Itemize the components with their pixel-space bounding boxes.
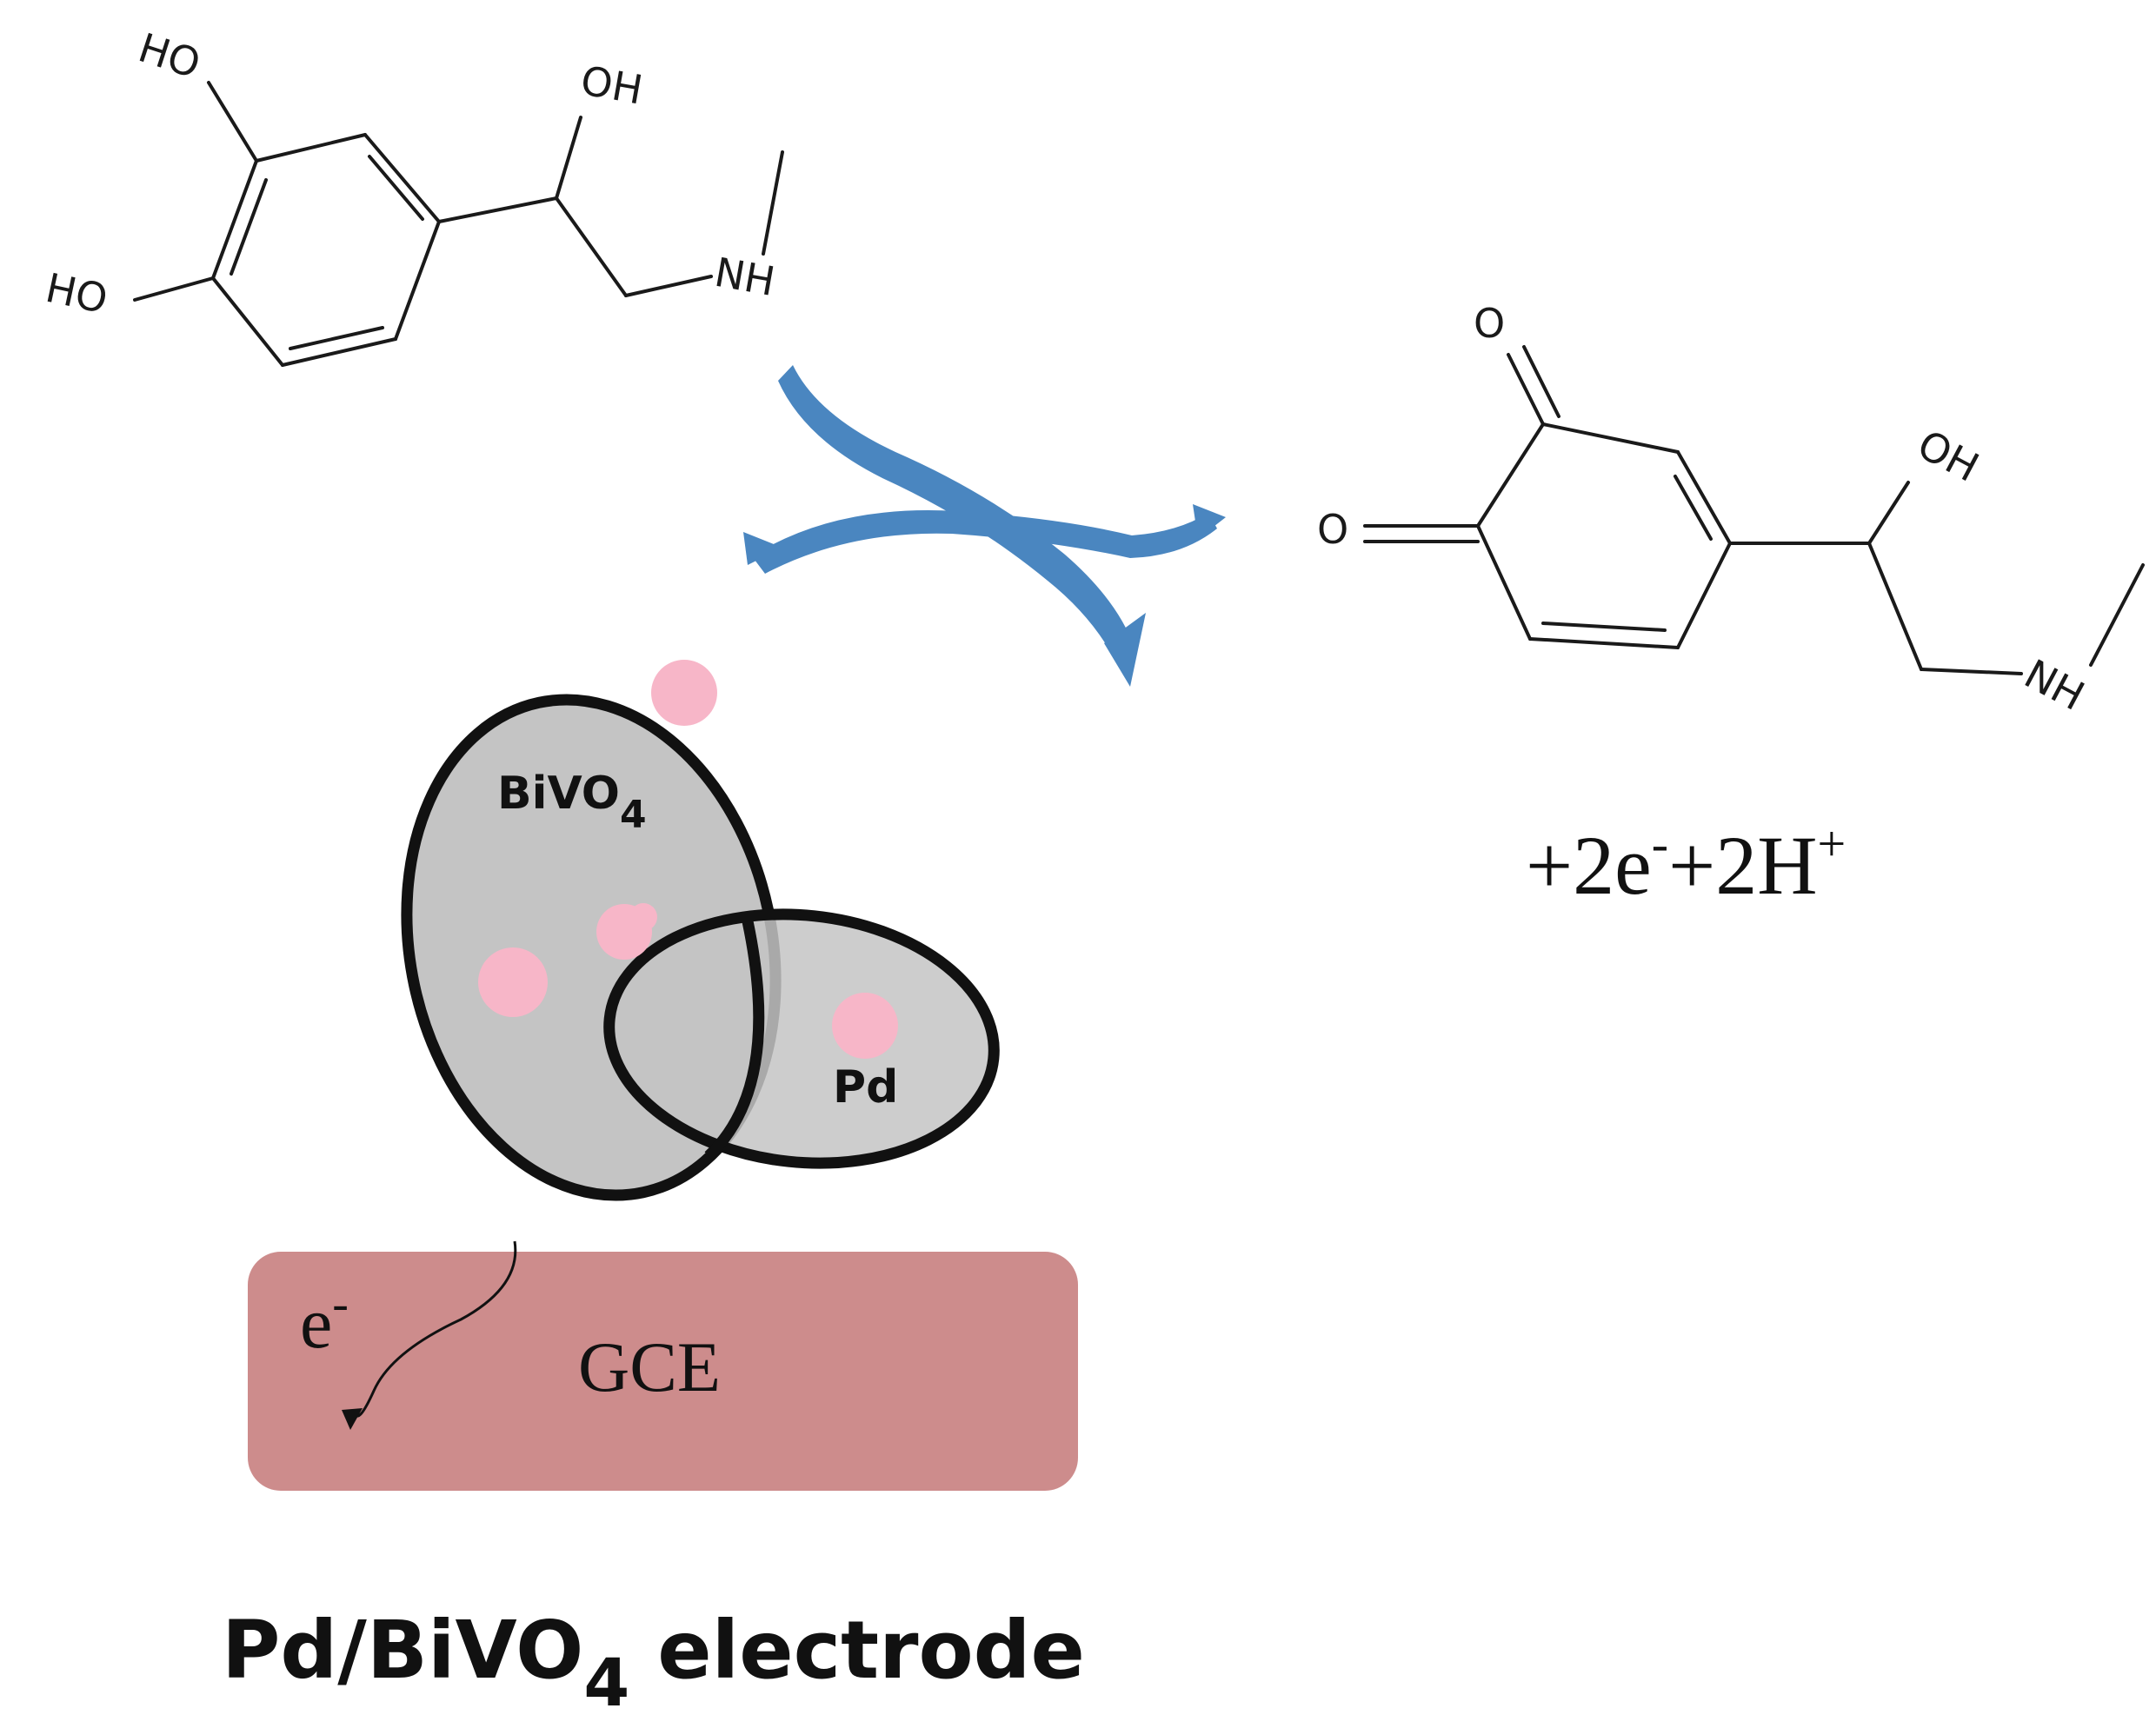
electron-transfer-arrow-head [342,1408,363,1430]
pd-bivo4-particles: BiVO4 Pd [401,660,1000,1201]
electron-sup: - [332,1277,349,1331]
pd-dot-left [478,947,548,1017]
reactant-amine-label: NH [711,249,778,305]
product-o-top-label: O [1474,300,1505,347]
byproducts-h-sup: + [1818,815,1847,872]
product-o-left-label: O [1317,506,1348,553]
product-oh-side-label: OH [1910,421,1986,491]
gce-block [248,1252,1078,1491]
reverse-arrow-tip [1193,504,1226,539]
electron-symbol: e [300,1283,332,1364]
caption: Pd/BiVO4 electrode [222,1604,1085,1721]
electron-transfer-arrow [353,1240,517,1418]
pd-dot-top [651,660,717,726]
byproducts-e-sup: - [1652,815,1668,872]
reactant-molecule: HO HO OH NH [42,24,784,367]
pd-dot-right [832,993,898,1059]
reactant-bonds [133,81,784,367]
reactant-oh-side-label: OH [577,57,646,113]
bivo4-label-main: BiVO [497,768,620,820]
reactant-oh-top-label: HO [133,24,206,88]
byproducts-2e: +2e [1526,819,1652,912]
reverse-arrow [752,510,1217,574]
product-amine-label: NH [2017,650,2092,720]
pd-label: Pd [833,1061,898,1113]
forward-arrow-head [1104,613,1146,687]
caption-suffix: electrode [629,1604,1085,1697]
electron-label: e- [300,1277,349,1364]
reverse-arrow-head [743,532,782,565]
gce-electrode: GCE e- [248,1240,1078,1491]
bivo4-label-sub: 4 [620,793,647,837]
caption-sub: 4 [583,1644,629,1721]
reactant-oh-bottom-label: HO [42,264,111,323]
product-bonds [1363,345,2145,675]
gce-label: GCE [578,1327,721,1406]
bivo4-outline-front [704,920,765,1160]
product-molecule: O O OH NH [1317,300,2145,720]
byproducts-label: +2e-+2H+ [1526,815,1846,912]
pd-dot-center-small [629,903,657,931]
bivo4-label: BiVO4 [497,768,647,837]
caption-prefix: Pd/BiVO [222,1604,583,1697]
pd-particle [603,908,1000,1169]
byproducts-2h: +2H [1668,819,1817,912]
reaction-arrows [743,365,1226,687]
